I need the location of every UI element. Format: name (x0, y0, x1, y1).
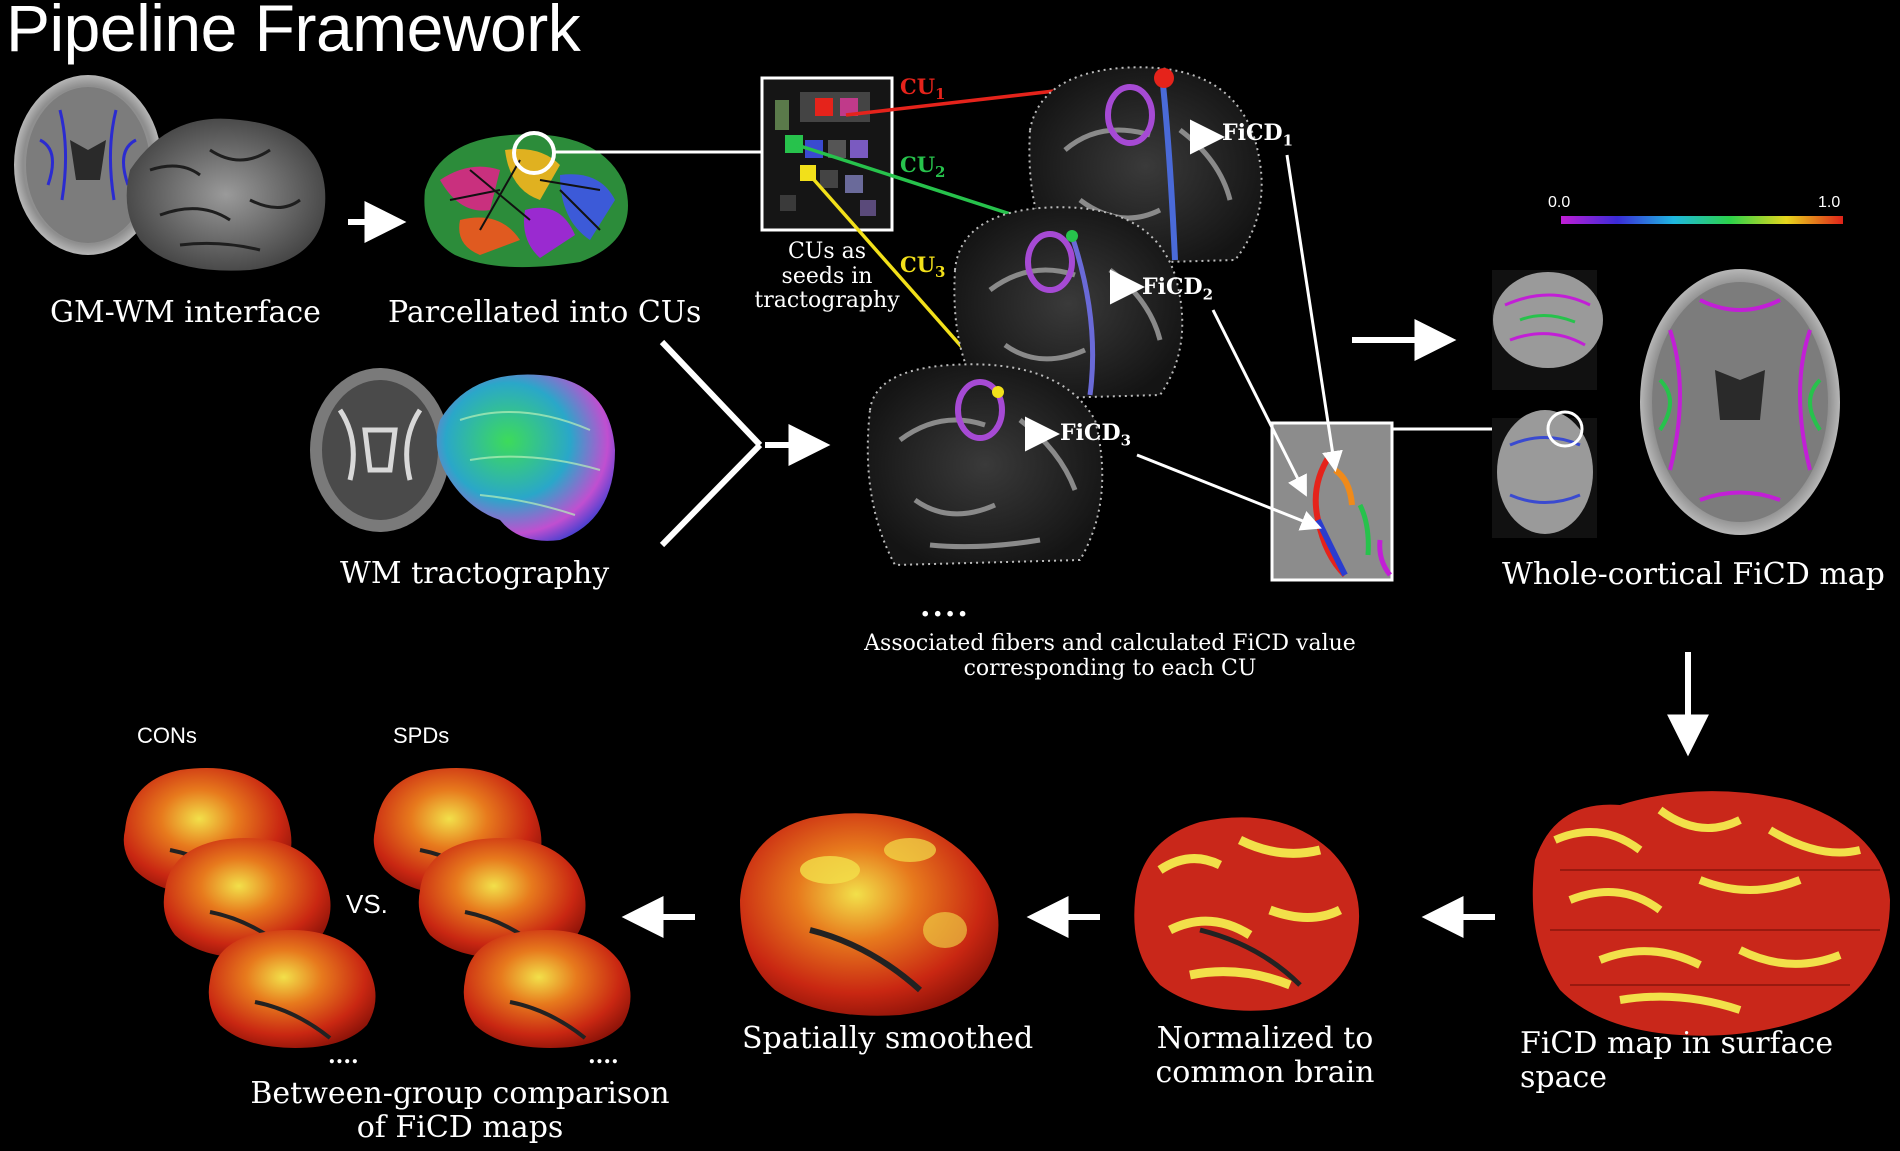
cu3-label: CU3 (900, 252, 945, 281)
ficd2-base: FiCD (1142, 274, 1203, 300)
gm-wm-interface-label: GM-WM interface (50, 295, 321, 330)
colorbar-max-label: 1.0 (1818, 194, 1841, 211)
cons-label: CONs (137, 723, 197, 748)
normalized-label: Normalized to common brain (1135, 1022, 1395, 1089)
cu3-sub: 3 (935, 263, 946, 282)
parcellated-brain-image (424, 131, 628, 268)
normalized-brain-image (1134, 817, 1360, 1011)
wm-tractography-label: WM tractography (340, 556, 610, 591)
ficd1-to-inset (1285, 154, 1343, 473)
wm-tractography-image (310, 368, 615, 541)
ficd2-sub: 2 (1202, 285, 1214, 304)
cu1-label: CU1 (900, 74, 945, 103)
spds-brain-stack (373, 768, 631, 1048)
associated-fibers-caption: Associated fibers and calculated FiCD va… (830, 631, 1390, 681)
cus-seeds-line-2: seeds in (781, 263, 873, 289)
associated-line-1: Associated fibers and calculated FiCD va… (864, 631, 1356, 656)
ficd3-label: FiCD3 (1060, 420, 1131, 449)
merge-connector (659, 339, 831, 548)
parcellated-label: Parcellated into CUs (388, 295, 702, 330)
fiber-slice-2 (953, 206, 1184, 402)
spds-ellipsis: .... (588, 1043, 619, 1069)
whole-cortical-label: Whole-cortical FiCD map (1502, 557, 1885, 592)
normalized-line-1: Normalized to (1156, 1021, 1374, 1056)
ficd1-sub: 1 (1282, 131, 1294, 150)
cu1-sub: 1 (935, 85, 946, 104)
surface-space-map-image (1532, 791, 1890, 1036)
spds-label: SPDs (393, 723, 450, 748)
ficd2-label: FiCD2 (1142, 274, 1213, 303)
cons-ellipsis: .... (328, 1043, 359, 1069)
ficd1-label: FiCD1 (1222, 120, 1293, 149)
smoothed-label: Spatially smoothed (742, 1021, 1034, 1056)
ficd2-to-inset (1211, 309, 1307, 497)
cu3-base: CU (900, 252, 936, 277)
cons-brain-stack (123, 768, 376, 1048)
ficd3-base: FiCD (1060, 420, 1121, 446)
between-group-label: Between-group comparison of FiCD maps (250, 1077, 670, 1144)
cus-seeds-line-1: CUs as (787, 239, 867, 264)
cu2-sub: 2 (935, 163, 946, 182)
ficd3-sub: 3 (1120, 431, 1132, 450)
colorbar (1561, 216, 1843, 224)
fiber-slice-3 (866, 363, 1104, 567)
ficd1-base: FiCD (1222, 120, 1283, 146)
cus-seeds-line-3: tractography (754, 288, 900, 314)
cu1-base: CU (900, 74, 936, 99)
slices-ellipsis: .... (920, 589, 970, 624)
surface-space-label: FiCD map in surface space (1520, 1026, 1834, 1095)
gm-wm-interface-image (14, 75, 326, 271)
between-group-line-2: of FiCD maps (356, 1109, 564, 1145)
associated-line-2: corresponding to each CU (963, 655, 1257, 681)
normalized-line-2: common brain (1155, 1054, 1375, 1090)
cus-seeds-label: CUs as seeds in tractography (737, 239, 917, 314)
page-title: Pipeline Framework (6, 0, 581, 65)
whole-cortical-map-image (1492, 269, 1840, 538)
vs-label: VS. (346, 889, 388, 919)
smoothed-brain-image (740, 813, 999, 1016)
colorbar-min-label: 0.0 (1548, 194, 1571, 211)
cu2-label: CU2 (900, 152, 945, 181)
between-group-line-1: Between-group comparison (250, 1076, 670, 1111)
ficd3-to-inset (1136, 453, 1322, 531)
cu2-base: CU (900, 152, 936, 177)
